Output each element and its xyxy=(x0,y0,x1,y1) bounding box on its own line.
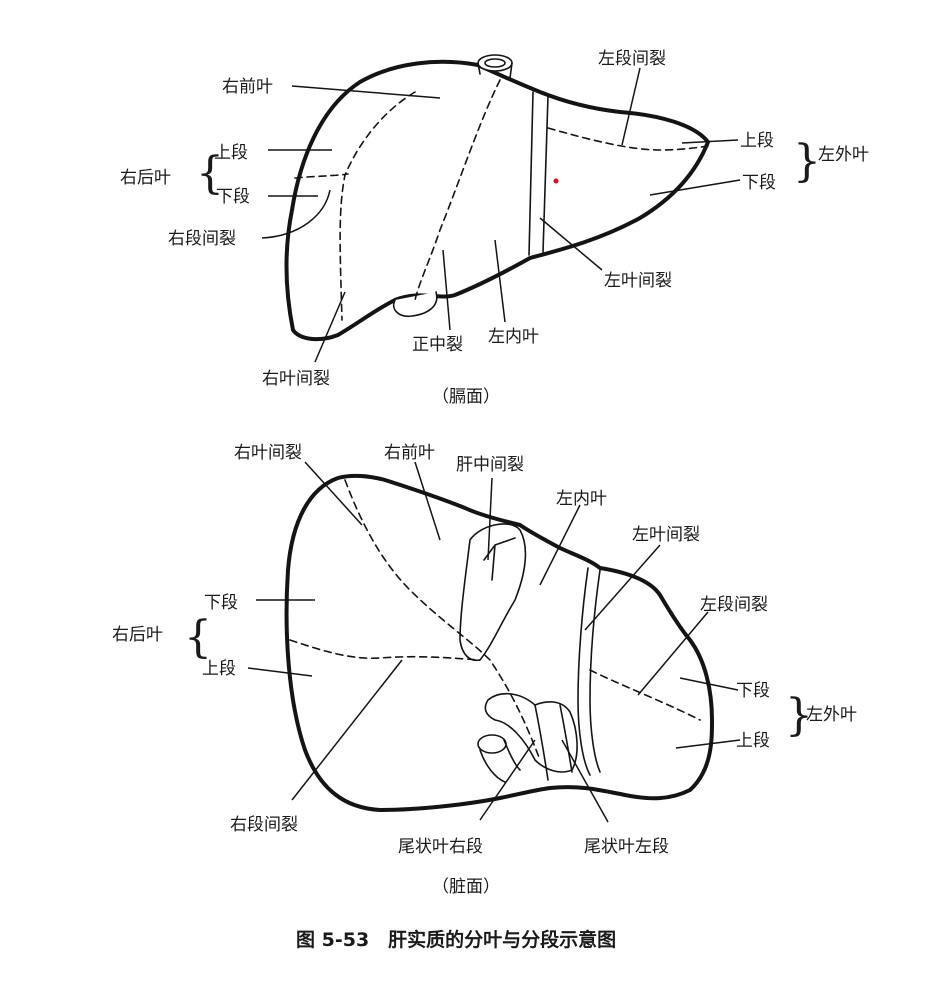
b-label-caudate-right-segment: 尾状叶右段 xyxy=(398,837,483,857)
b-leader-upper xyxy=(247,667,313,677)
leader-left-seg-fissure xyxy=(621,67,641,146)
leader-right-interlobar xyxy=(314,291,346,363)
b-label-left-segmental-fissure: 左段间裂 xyxy=(700,595,768,615)
b-leader-left-medial xyxy=(539,504,581,586)
b-label-upper-segment: 上段 xyxy=(202,659,236,679)
left-fissure-line-1 xyxy=(577,567,591,776)
b-leader-left-interlobar xyxy=(584,544,661,631)
left-segmental-fissure-line xyxy=(547,127,709,151)
b-label-left-upper-segment: 上段 xyxy=(736,731,770,751)
leader-median xyxy=(442,249,451,331)
leader-left-lower xyxy=(649,179,741,196)
left-fissure-line-2 xyxy=(589,569,601,773)
visceral-right-segmental-fissure xyxy=(289,639,481,661)
ivc-opening xyxy=(477,734,507,754)
falciform-line-1 xyxy=(528,91,534,256)
leader-left-interlobar xyxy=(539,217,603,271)
b-leader-left-seg-fissure xyxy=(637,611,709,696)
b-leader-left-lower xyxy=(679,677,739,691)
b-left-lateral-brace: } xyxy=(785,690,813,741)
b-leader-right-anterior xyxy=(414,461,441,541)
visceral-left-segmental-fissure xyxy=(589,669,701,721)
ivc-stump xyxy=(477,54,513,72)
label-upper-segment: 上段 xyxy=(214,143,248,163)
b-leader-middle-hepatic xyxy=(487,477,493,561)
label-left-interlobar-fissure: 左叶间裂 xyxy=(604,271,672,291)
b-label-left-lateral-lobe: 左外叶 xyxy=(806,705,857,725)
visceral-liver-outline xyxy=(284,473,714,812)
red-marker-dot xyxy=(553,178,559,184)
label-right-anterior-lobe: 右前叶 xyxy=(222,77,273,97)
b-label-left-interlobar-fissure: 左叶间裂 xyxy=(632,525,700,545)
diaphragmatic-surface-drawing: { } 右前叶 右后叶 上段 下段 右段间裂 右叶间裂 正中裂 左内叶 左叶间裂… xyxy=(120,49,869,407)
label-median-fissure: 正中裂 xyxy=(412,335,463,355)
view-label-diaphragmatic: （膈面） xyxy=(432,387,500,407)
b-label-right-anterior-lobe: 右前叶 xyxy=(384,443,435,463)
b-label-middle-hepatic-fissure: 肝中间裂 xyxy=(456,455,524,475)
label-left-medial-lobe: 左内叶 xyxy=(488,327,539,347)
b-right-posterior-brace: { xyxy=(184,612,212,663)
label-right-interlobar-fissure: 右叶间裂 xyxy=(262,369,330,389)
b-leader-right-interlobar xyxy=(304,461,363,526)
median-fissure-line xyxy=(414,79,501,301)
leader-right-seg-fissure xyxy=(261,189,331,239)
ivc-lumen xyxy=(484,58,506,68)
label-right-segmental-fissure: 右段间裂 xyxy=(168,229,236,249)
gallbladder-fundus xyxy=(393,291,438,318)
visceral-right-interlobar-fissure xyxy=(344,479,541,761)
label-left-lower-segment: 下段 xyxy=(742,173,776,193)
falciform-line-2 xyxy=(542,95,549,253)
ivc-wall xyxy=(479,739,521,783)
figure-caption: 图 5-53 肝实质的分叶与分段示意图 xyxy=(296,928,616,951)
label-left-upper-segment: 上段 xyxy=(740,131,774,151)
label-lower-segment: 下段 xyxy=(216,187,250,207)
b-leader-right-seg-fissure xyxy=(291,659,403,801)
b-label-right-interlobar-fissure: 右叶间裂 xyxy=(234,443,302,463)
diaphragmatic-liver-outline xyxy=(284,59,710,342)
label-right-posterior-lobe: 右后叶 xyxy=(120,168,171,188)
right-posterior-brace: { xyxy=(196,148,224,199)
b-leader-caudate-right xyxy=(479,739,536,821)
b-label-caudate-left-segment: 尾状叶左段 xyxy=(584,837,669,857)
leader-left-medial xyxy=(494,239,506,323)
b-label-left-lower-segment: 下段 xyxy=(736,681,770,701)
view-label-visceral: （脏面） xyxy=(432,877,500,897)
porta-hepatis xyxy=(484,692,578,773)
left-lateral-brace: } xyxy=(793,136,821,187)
label-left-lateral-lobe: 左外叶 xyxy=(818,145,869,165)
label-left-segmental-fissure: 左段间裂 xyxy=(598,49,666,69)
leader-left-upper xyxy=(681,139,739,144)
visceral-surface-drawing: { } 右叶间裂 右前叶 肝中间裂 左内叶 左叶间裂 左段间裂 右后叶 下段 上… xyxy=(112,443,857,897)
gallbladder xyxy=(459,523,527,662)
b-leader-left-upper xyxy=(675,739,741,749)
right-interlobar-fissure-line xyxy=(339,91,416,321)
b-label-left-medial-lobe: 左内叶 xyxy=(556,489,607,509)
b-leader-caudate-left xyxy=(561,739,609,823)
b-label-right-segmental-fissure: 右段间裂 xyxy=(230,815,298,835)
b-label-lower-segment: 下段 xyxy=(204,593,238,613)
caudate-outline xyxy=(534,704,573,781)
right-segmental-fissure-line xyxy=(294,173,349,179)
b-label-right-posterior-lobe: 右后叶 xyxy=(112,625,163,645)
leader-right-anterior xyxy=(291,85,441,99)
ivc-side xyxy=(477,62,513,79)
